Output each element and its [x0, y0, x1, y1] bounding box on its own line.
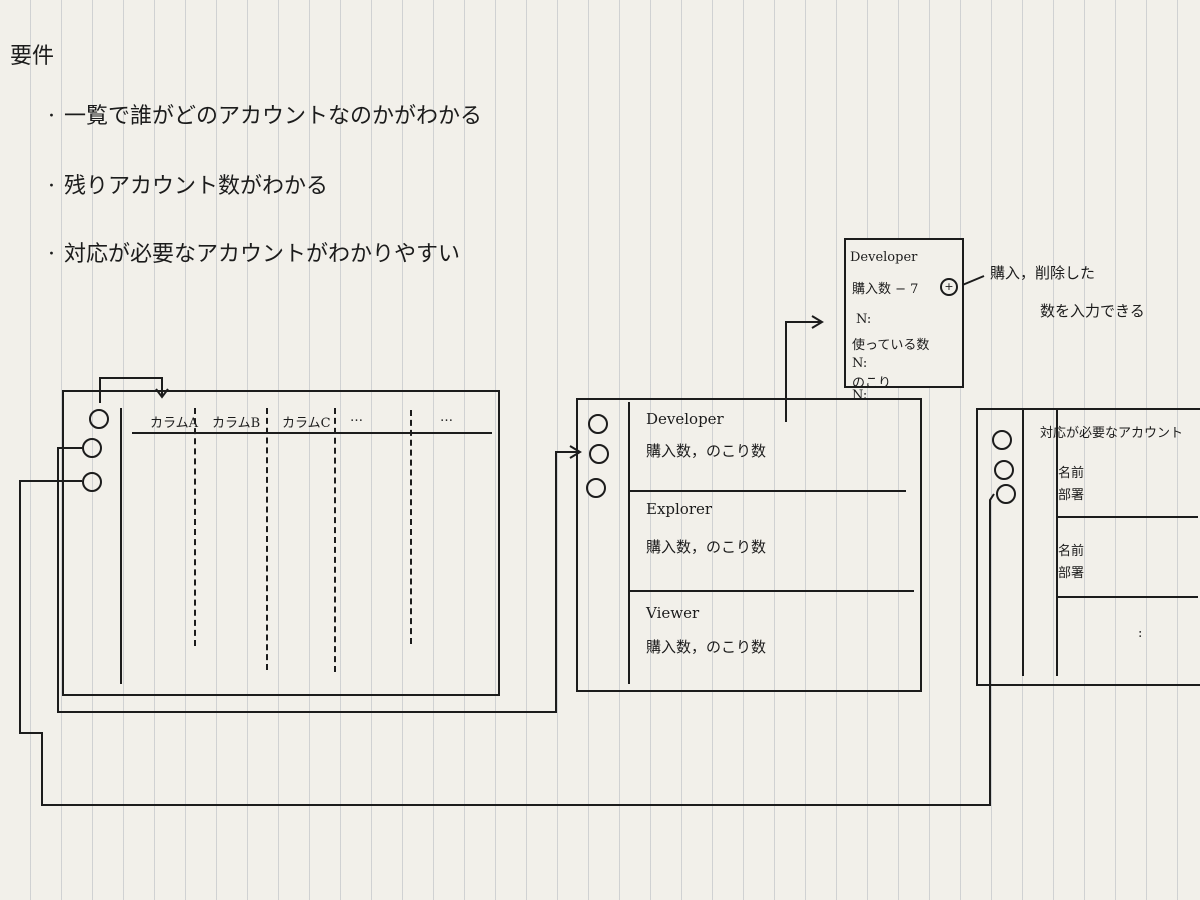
nav-button-list[interactable] [588, 414, 608, 434]
wire-to-screen2-arrowhead [569, 445, 582, 459]
attention-heading: 対応が必要なアカウント [1040, 426, 1184, 441]
annotation-line-1: 購入，削除した [990, 264, 1096, 282]
requirement-text: 残りアカウント数がわかる [64, 174, 329, 199]
section-divider [628, 490, 906, 492]
column-divider [410, 410, 412, 644]
plus-label: + [944, 280, 954, 293]
column-divider [194, 408, 196, 646]
section-name-viewer: Viewer [646, 604, 700, 622]
attention-item-dept: 部署 [1058, 566, 1085, 581]
nav-button-list[interactable] [89, 409, 109, 429]
sidebar-divider [1022, 410, 1024, 676]
nav-button-list[interactable] [992, 430, 1012, 450]
sidebar-divider [120, 408, 122, 684]
section-detail-explorer: 購入数，のこり数 [646, 538, 767, 556]
account-list-screen [62, 390, 500, 696]
nav-button-summary[interactable] [82, 438, 102, 458]
nav-button-summary[interactable] [589, 444, 609, 464]
section-name-developer: Developer [646, 410, 724, 428]
table-header-line [132, 432, 492, 434]
column-header-c: カラムC [282, 416, 331, 431]
popup-n-label: N: [852, 356, 868, 371]
nav-button-attention[interactable] [586, 478, 606, 498]
nav-button-attention[interactable] [82, 472, 102, 492]
requirement-2: ·残りアカウント数がわかる [48, 174, 329, 199]
account-summary-screen [576, 398, 922, 692]
popup-using-label: 使っている数 [852, 338, 930, 353]
wire-to-popup-arrowhead [811, 315, 824, 329]
popup-n-label: N: [852, 388, 868, 403]
sidebar-divider [628, 402, 630, 684]
popup-n-label: N: [856, 312, 872, 327]
column-header-more: … [440, 410, 453, 425]
plus-icon[interactable]: + [940, 278, 958, 296]
section-detail-viewer: 購入数，のこり数 [646, 638, 767, 656]
requirement-1: ·一覧で誰がどのアカウントなのかがわかる [48, 104, 483, 129]
annotation-line-2: 数を入力できる [1040, 302, 1145, 320]
section-name-explorer: Explorer [646, 500, 713, 518]
content-divider [1056, 410, 1058, 676]
requirement-text: 一覧で誰がどのアカウントなのかがわかる [64, 104, 483, 129]
popup-title: Developer [850, 250, 918, 265]
popup-remain-label: のこり [852, 376, 892, 391]
wire-plus-annotation [959, 275, 985, 287]
nav-button-attention[interactable] [996, 484, 1016, 504]
column-divider [266, 408, 268, 670]
wire-to-popup [785, 321, 820, 422]
attention-item-dept: 部署 [1058, 488, 1085, 503]
section-detail-developer: 購入数，のこり数 [646, 442, 767, 460]
attention-more-indicator: : [1138, 626, 1143, 641]
attention-item-divider [1058, 516, 1198, 518]
attention-item-divider [1058, 596, 1198, 598]
column-header-a: カラムA [150, 416, 198, 431]
attention-item-name: 名前 [1058, 466, 1085, 481]
wire-to-screen3 [19, 480, 995, 806]
nav-button-summary[interactable] [994, 460, 1014, 480]
attention-accounts-screen [976, 408, 1200, 686]
section-divider [628, 590, 914, 592]
column-divider [334, 408, 336, 672]
attention-item-name: 名前 [1058, 544, 1085, 559]
popup-purchase-count[interactable]: 購入数 − 7 [852, 282, 919, 297]
column-header-more: … [350, 410, 363, 425]
requirement-text: 対応が必要なアカウントがわかりやすい [64, 242, 461, 267]
developer-detail-popup [844, 238, 964, 388]
page-title: 要件 [10, 44, 55, 69]
requirement-3: ·対応が必要なアカウントがわかりやすい [48, 242, 461, 267]
column-header-b: カラムB [212, 416, 261, 431]
